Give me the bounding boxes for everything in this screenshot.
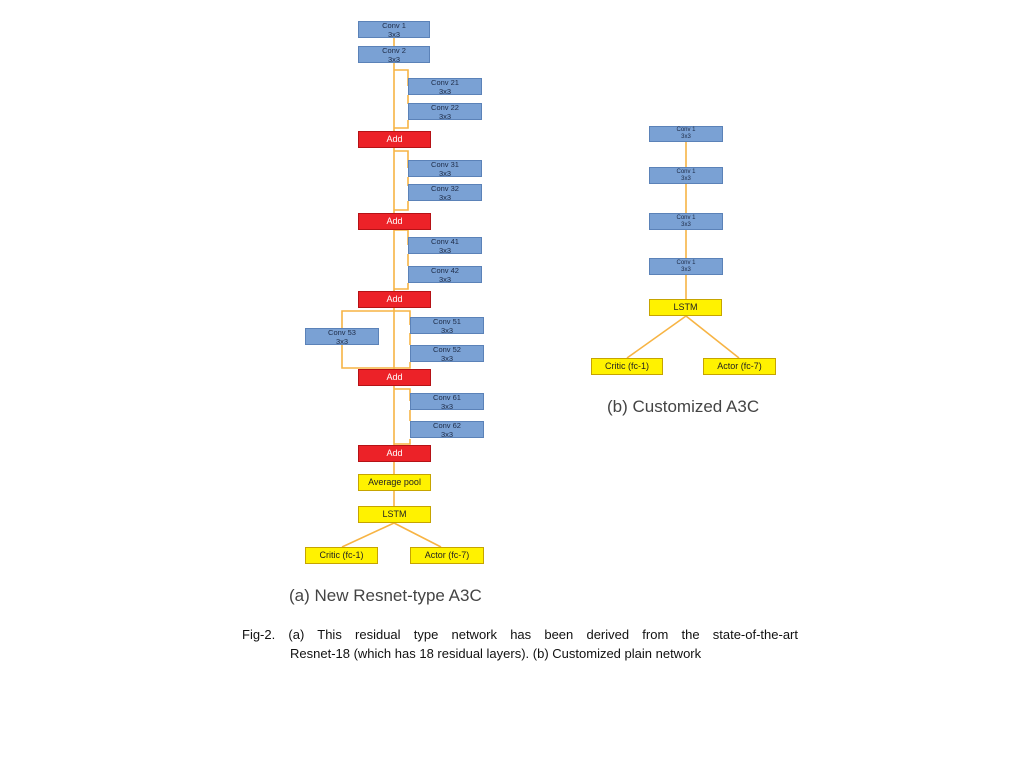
add-label: Add xyxy=(386,372,403,382)
conv1-kernel: 3x3 xyxy=(387,29,401,39)
add-block-1: Add xyxy=(358,131,431,148)
conv62-label: Conv 62 xyxy=(433,420,461,430)
actor-block-a: Actor (fc-7) xyxy=(410,547,484,564)
conv21-block: Conv 21 3x3 xyxy=(408,77,482,96)
lstm-label-b: LSTM xyxy=(673,302,698,312)
conv61-label: Conv 61 xyxy=(433,392,461,402)
actor-label-a: Actor (fc-7) xyxy=(424,550,470,560)
caption-b: (b) Customized A3C xyxy=(607,397,760,416)
conv-b2-kernel: 3x3 xyxy=(681,175,691,182)
conv-b4-block: Conv 1 3x3 xyxy=(649,258,723,275)
conv51-kernel: 3x3 xyxy=(440,325,454,335)
critic-block-a: Critic (fc-1) xyxy=(305,547,378,564)
actor-label-b: Actor (fc-7) xyxy=(717,361,762,371)
conv22-block: Conv 22 3x3 xyxy=(408,102,482,121)
lstm-label-a: LSTM xyxy=(382,509,407,519)
conv2-label: Conv 2 xyxy=(382,45,406,55)
add-block-3: Add xyxy=(358,291,431,308)
add-label: Add xyxy=(386,134,403,144)
conv-b4-label: Conv 1 xyxy=(676,259,696,266)
conv1-block: Conv 1 3x3 xyxy=(358,20,430,39)
add-block-5: Add xyxy=(358,445,431,462)
conv52-block: Conv 52 3x3 xyxy=(410,344,484,363)
add-block-4: Add xyxy=(358,369,431,386)
conv-b3-kernel: 3x3 xyxy=(681,221,691,228)
conv31-kernel: 3x3 xyxy=(438,168,452,178)
conv32-block: Conv 32 3x3 xyxy=(408,183,482,202)
conv2-kernel: 3x3 xyxy=(387,54,401,64)
conv2-block: Conv 2 3x3 xyxy=(358,45,430,64)
lstm-block-b: LSTM xyxy=(649,299,722,316)
conv22-kernel: 3x3 xyxy=(438,111,452,121)
conv41-kernel: 3x3 xyxy=(438,245,452,255)
conv51-label: Conv 51 xyxy=(433,316,461,326)
conv42-label: Conv 42 xyxy=(431,265,459,275)
conv32-label: Conv 32 xyxy=(431,183,459,193)
conv-b2-block: Conv 1 3x3 xyxy=(649,167,723,184)
conv53-label: Conv 53 xyxy=(328,327,356,337)
critic-label-b: Critic (fc-1) xyxy=(605,361,649,371)
conv-b1-block: Conv 1 3x3 xyxy=(649,126,723,142)
add-block-2: Add xyxy=(358,213,431,230)
conv31-block: Conv 31 3x3 xyxy=(408,159,482,178)
conv42-kernel: 3x3 xyxy=(438,274,452,284)
conv22-label: Conv 22 xyxy=(431,102,459,112)
add-label: Add xyxy=(386,294,403,304)
figure-caption-line-2: Resnet-18 (which has 18 residual layers)… xyxy=(290,646,702,661)
figure-caption: Fig-2. (a) This residual type network ha… xyxy=(242,625,798,663)
critic-block-b: Critic (fc-1) xyxy=(591,358,663,375)
conv53-block: Conv 53 3x3 xyxy=(305,327,379,346)
lstm-block-a: LSTM xyxy=(358,506,431,523)
conv31-label: Conv 31 xyxy=(431,159,459,169)
conv-b2-label: Conv 1 xyxy=(676,168,696,175)
actor-block-b: Actor (fc-7) xyxy=(703,358,776,375)
conv-b4-kernel: 3x3 xyxy=(681,266,691,273)
conv1-label: Conv 1 xyxy=(382,20,406,30)
conv62-block: Conv 62 3x3 xyxy=(410,420,484,439)
figure-caption-line-1: Fig-2. (a) This residual type network ha… xyxy=(242,627,798,642)
conv-b3-label: Conv 1 xyxy=(676,214,696,221)
conv-b1-kernel: 3x3 xyxy=(681,134,691,140)
critic-label-a: Critic (fc-1) xyxy=(319,550,364,560)
caption-a: (a) New Resnet-type A3C xyxy=(289,586,482,605)
conv52-kernel: 3x3 xyxy=(440,353,454,363)
conv61-kernel: 3x3 xyxy=(440,401,454,411)
conv21-label: Conv 21 xyxy=(431,77,459,87)
conv-b1-label: Conv 1 xyxy=(676,127,696,133)
add-label: Add xyxy=(386,448,403,458)
conv41-block: Conv 41 3x3 xyxy=(408,236,482,255)
conv-b3-block: Conv 1 3x3 xyxy=(649,213,723,230)
conv61-block: Conv 61 3x3 xyxy=(410,392,484,411)
conv32-kernel: 3x3 xyxy=(438,192,452,202)
average-pool-block: Average pool xyxy=(358,474,431,491)
add-label: Add xyxy=(386,216,403,226)
conv21-kernel: 3x3 xyxy=(438,86,452,96)
conv53-kernel: 3x3 xyxy=(335,336,349,346)
conv62-kernel: 3x3 xyxy=(440,429,454,439)
conv41-label: Conv 41 xyxy=(431,236,459,246)
conv52-label: Conv 52 xyxy=(433,344,461,354)
conv42-block: Conv 42 3x3 xyxy=(408,265,482,284)
conv51-block: Conv 51 3x3 xyxy=(410,316,484,335)
average-pool-label: Average pool xyxy=(368,477,421,487)
